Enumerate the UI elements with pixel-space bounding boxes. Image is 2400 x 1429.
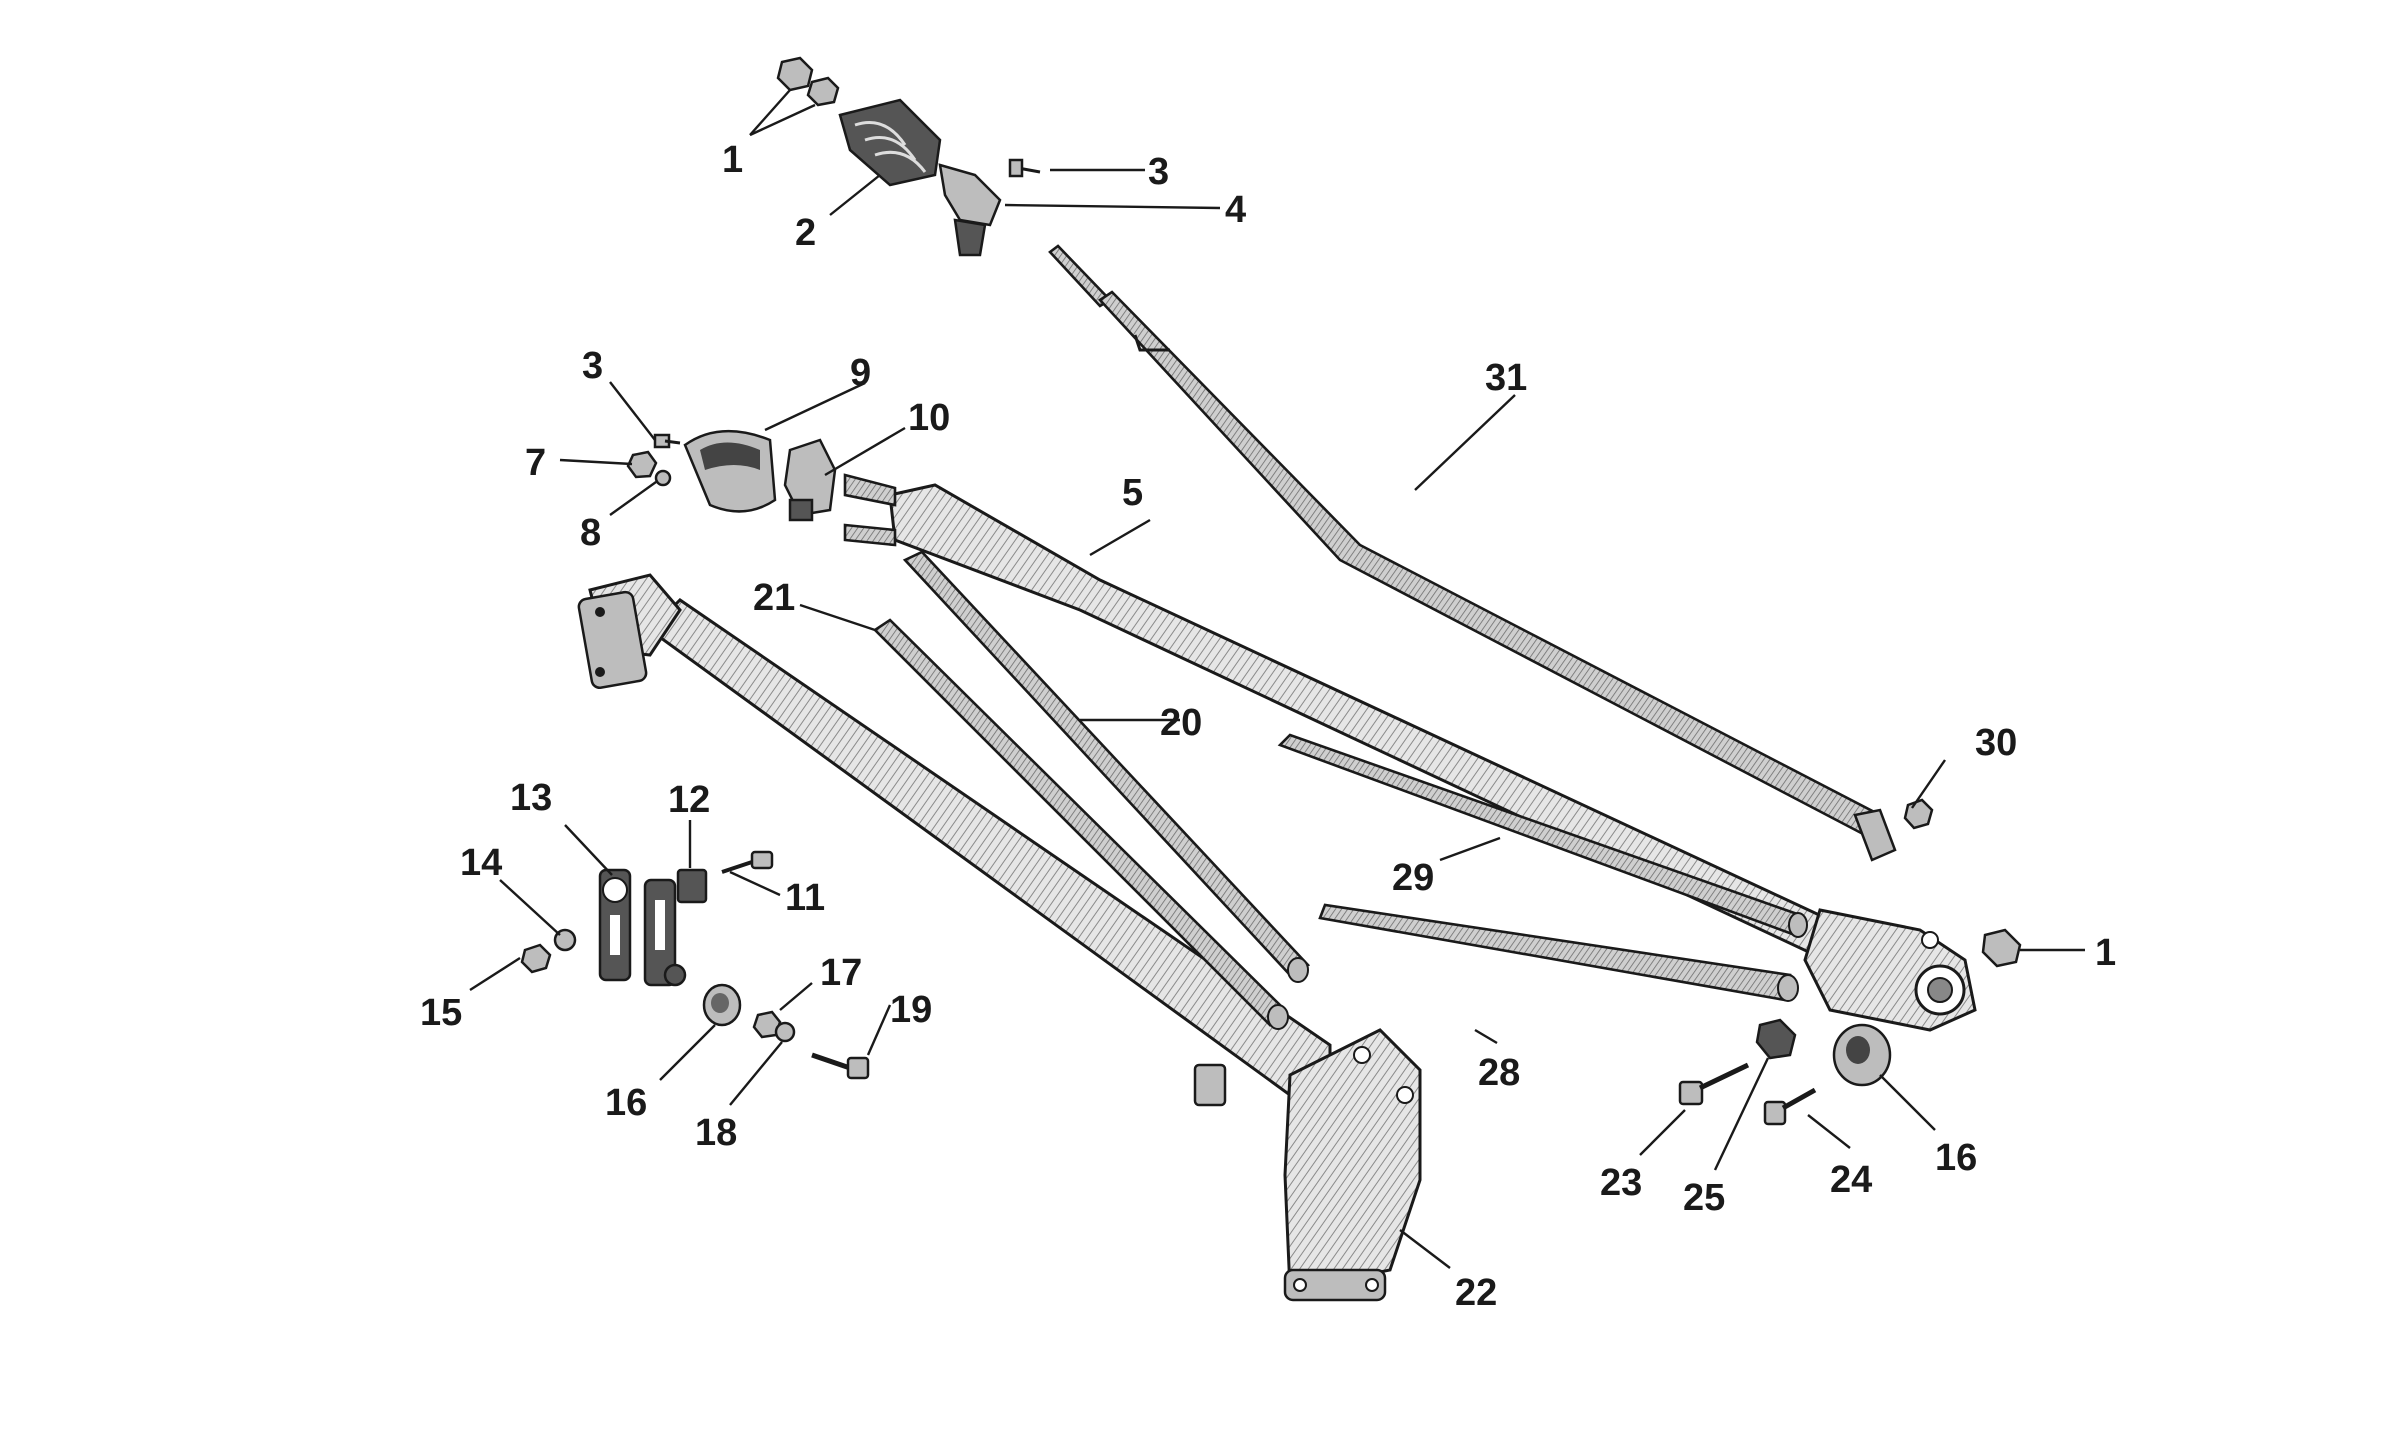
callout-1-right: 1 — [2095, 932, 2116, 974]
callout-29: 29 — [1392, 857, 1434, 899]
callout-labels: 1 2 3 4 31 3 9 10 7 8 5 21 20 30 13 12 1… — [420, 139, 2116, 1314]
callout-22: 22 — [1455, 1272, 1497, 1314]
part-2-bellows — [838, 98, 942, 187]
part-28-rod — [1318, 903, 1799, 1002]
callout-20: 20 — [1160, 702, 1202, 744]
callout-3-top: 3 — [1148, 151, 1169, 193]
leader-lines — [469, 89, 2085, 1269]
callout-11: 11 — [785, 877, 825, 919]
callout-15: 15 — [420, 992, 462, 1034]
part-25-nut — [1755, 1018, 1797, 1060]
part-31-stay-rod — [1048, 244, 1897, 862]
part-29-rod — [1277, 733, 1808, 938]
part-8-washer — [654, 469, 672, 487]
callout-7: 7 — [525, 442, 546, 484]
part-7-nut — [626, 450, 658, 479]
callout-8: 8 — [580, 512, 601, 554]
part-24-bolt — [1763, 1087, 1817, 1126]
part-20-strut — [902, 550, 1311, 983]
rear-frame-lug — [1803, 908, 1977, 1032]
part-19-bolt — [811, 1052, 870, 1080]
part-1-nuts-top — [776, 56, 840, 107]
callout-16-left: 16 — [605, 1082, 647, 1124]
part-15-nut — [520, 943, 552, 974]
callout-1-top: 1 — [722, 139, 743, 181]
part-12-clip — [676, 868, 708, 904]
callout-5: 5 — [1122, 472, 1143, 514]
callout-18: 18 — [695, 1112, 737, 1154]
part-1-nut-right — [1981, 928, 2022, 968]
callout-24: 24 — [1830, 1159, 1872, 1201]
callout-19: 19 — [890, 989, 932, 1031]
callout-17: 17 — [820, 952, 862, 994]
callout-23: 23 — [1600, 1162, 1642, 1204]
part-10-clamp — [783, 438, 837, 522]
part-4-fitting — [938, 163, 1002, 257]
callout-25: 25 — [1683, 1177, 1725, 1219]
part-9-housing — [683, 429, 777, 513]
callout-21: 21 — [753, 577, 795, 619]
callout-13: 13 — [510, 777, 552, 819]
callout-4: 4 — [1225, 189, 1246, 231]
part-bracket-plate — [643, 878, 687, 987]
part-11-bolt — [721, 850, 774, 874]
part-30-nut — [1903, 798, 1934, 830]
callout-10: 10 — [908, 397, 950, 439]
part-16-bush-right — [1832, 1023, 1892, 1087]
callout-14: 14 — [460, 842, 502, 884]
part-22-front-down-tube — [577, 573, 1422, 1302]
part-3-screw-top — [1008, 158, 1041, 178]
callout-31: 31 — [1485, 357, 1527, 399]
callout-2: 2 — [795, 212, 816, 254]
part-23-bolt — [1678, 1062, 1750, 1106]
callout-28: 28 — [1478, 1052, 1520, 1094]
part-21-strut — [872, 618, 1289, 1030]
callout-16-right: 16 — [1935, 1137, 1977, 1179]
part-3-screw-left — [653, 433, 681, 449]
callout-30: 30 — [1975, 722, 2017, 764]
part-16-bush-left — [702, 983, 742, 1027]
callout-12: 12 — [668, 779, 710, 821]
callout-9: 9 — [850, 352, 871, 394]
part-18-washer — [774, 1021, 796, 1043]
callout-3-left: 3 — [582, 345, 603, 387]
part-13-bracket — [598, 868, 632, 982]
